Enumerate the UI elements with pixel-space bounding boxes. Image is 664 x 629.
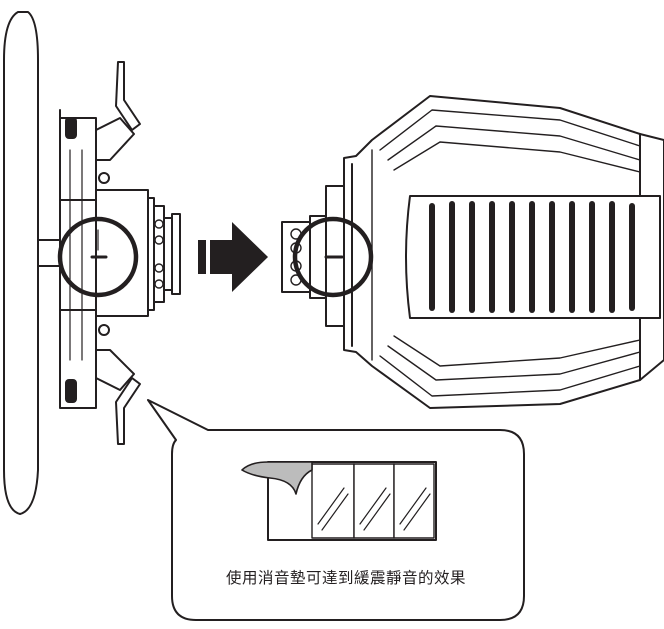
quick-release-hub-icon — [57, 61, 181, 445]
wheel-base-icon — [281, 95, 664, 409]
direction-arrow-icon — [198, 222, 268, 292]
steering-wheel-icon — [3, 11, 97, 515]
damping-pad-icon — [241, 461, 437, 541]
callout-caption: 使用消音墊可達到緩震靜音的效果 — [225, 569, 466, 587]
